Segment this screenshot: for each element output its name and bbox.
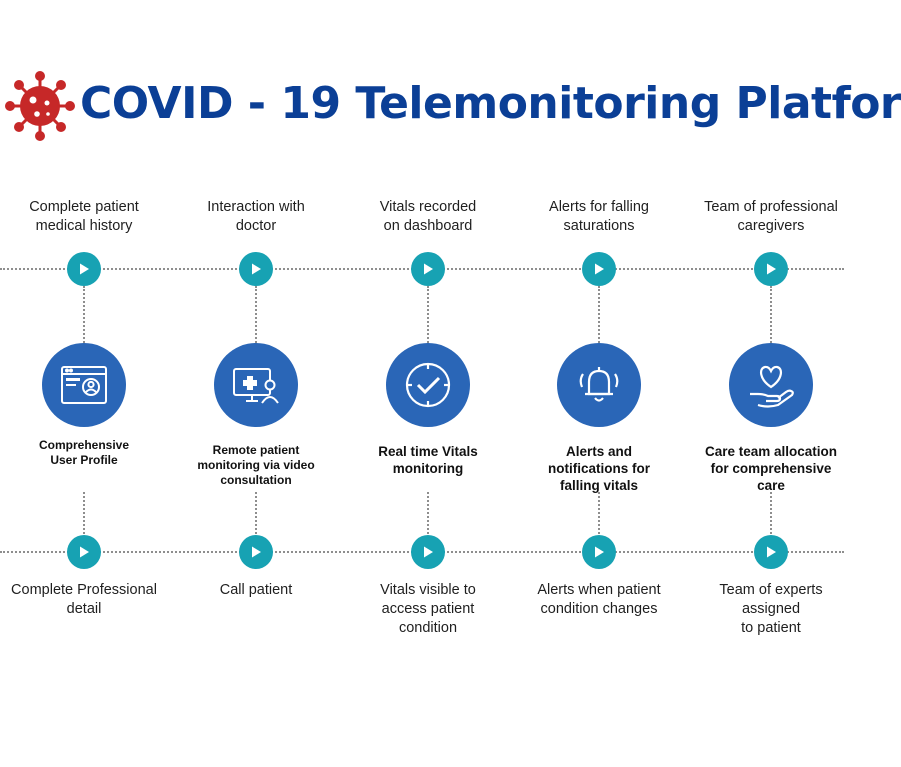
feature-label: Care team allocation for comprehensive car… (686, 443, 856, 494)
feature-icon-circle (386, 343, 470, 427)
connector (598, 492, 600, 534)
feature-label-line: consultation (220, 473, 292, 487)
top-label-line: Vitals recorded (379, 199, 477, 215)
top-label-line: Alerts for falling (549, 199, 649, 215)
feature-label-line: Comprehensive (38, 438, 130, 452)
heart-hand-icon (750, 365, 794, 408)
top-label-line: doctor (235, 218, 277, 234)
bottom-play-button[interactable] (754, 535, 788, 569)
play-icon (767, 263, 776, 275)
connector (83, 492, 85, 534)
feature-label: Real time Vitals monitoring (343, 443, 513, 477)
play-icon (252, 546, 261, 558)
bottom-play-button[interactable] (67, 535, 101, 569)
top-label-line: medical history (35, 218, 133, 234)
bottom-label-line: to patient (741, 620, 801, 636)
bell-icon (579, 367, 619, 402)
top-label: Interaction with doctor (166, 198, 346, 236)
bottom-label: Alerts when patient condition changes (509, 581, 689, 619)
top-play-button[interactable] (239, 252, 273, 286)
feature-icon-circle (557, 343, 641, 427)
bottom-label: Vitals visible to access patient condition (338, 581, 518, 638)
bottom-label-line: condition changes (540, 601, 658, 617)
feature-label-line: falling vitals (559, 478, 639, 493)
bottom-label-line: Team of experts (719, 582, 823, 598)
feature-label-line: monitoring via video (197, 458, 315, 472)
page-title: COVID - 19 Telemonitoring Platfor (80, 78, 901, 129)
clock-check-icon (405, 362, 451, 408)
user-profile-icon (61, 366, 107, 404)
top-label: Alerts for falling saturations (509, 198, 689, 236)
connector (598, 286, 600, 343)
connector (255, 286, 257, 343)
top-label-line: saturations (563, 218, 635, 234)
bottom-label: Call patient (166, 581, 346, 600)
feature-icon-circle (214, 343, 298, 427)
feature-label-line: Real time Vitals (378, 444, 478, 459)
top-label-line: Team of professional (704, 199, 838, 215)
bottom-label-line: Call patient (219, 582, 293, 598)
feature-label: Alerts and notifications for falling vital… (514, 443, 684, 494)
top-label: Team of professional caregivers (681, 198, 861, 236)
feature-label-line: notifications for (548, 461, 650, 476)
play-icon (80, 263, 89, 275)
connector (770, 492, 772, 534)
top-play-button[interactable] (411, 252, 445, 286)
bottom-label-line: condition (398, 620, 458, 636)
top-label-line: Complete patient (29, 199, 139, 215)
connector (255, 492, 257, 534)
top-label-line: on dashboard (383, 218, 473, 234)
top-play-button[interactable] (582, 252, 616, 286)
play-icon (424, 546, 433, 558)
top-label-line: caregivers (737, 218, 805, 234)
feature-icon-circle (42, 343, 126, 427)
top-label: Complete patient medical history (0, 198, 174, 236)
feature-label-line: care (757, 478, 785, 493)
feature-label-line: for comprehensive (710, 461, 832, 476)
top-play-button[interactable] (754, 252, 788, 286)
feature-label-line: Remote patient (212, 443, 300, 457)
bottom-play-button[interactable] (239, 535, 273, 569)
feature-icon-circle (729, 343, 813, 427)
play-icon (595, 263, 604, 275)
bottom-label-line: access patient (381, 601, 475, 617)
bottom-label: Team of experts assigned to patient (681, 581, 861, 638)
bottom-label-line: detail (66, 601, 102, 617)
bottom-label-line: Alerts when patient (537, 582, 661, 598)
header: COVID - 19 Telemonitoring Platfor (5, 70, 901, 144)
feature-label-line: Care team allocation (704, 444, 838, 459)
virus-icon (5, 71, 75, 141)
feature-label-line: Alerts and (565, 444, 633, 459)
connector (427, 492, 429, 534)
bottom-label-line: assigned (741, 601, 801, 617)
play-icon (252, 263, 261, 275)
play-icon (595, 546, 604, 558)
top-label: Vitals recorded on dashboard (338, 198, 518, 236)
connector (83, 286, 85, 343)
video-consultation-icon (233, 368, 279, 404)
feature-label-line: User Profile (50, 453, 118, 467)
bottom-label-line: Complete Professional (11, 582, 157, 598)
bottom-label-line: Vitals visible to (380, 582, 476, 598)
feature-label-line: monitoring (392, 461, 464, 476)
play-icon (80, 546, 89, 558)
top-play-button[interactable] (67, 252, 101, 286)
play-icon (424, 263, 433, 275)
top-label-line: Interaction with (207, 199, 305, 215)
bottom-play-button[interactable] (582, 535, 616, 569)
play-icon (767, 546, 776, 558)
bottom-label: Complete Professional detail (0, 581, 174, 619)
connector (770, 286, 772, 343)
bottom-play-button[interactable] (411, 535, 445, 569)
connector (427, 286, 429, 343)
